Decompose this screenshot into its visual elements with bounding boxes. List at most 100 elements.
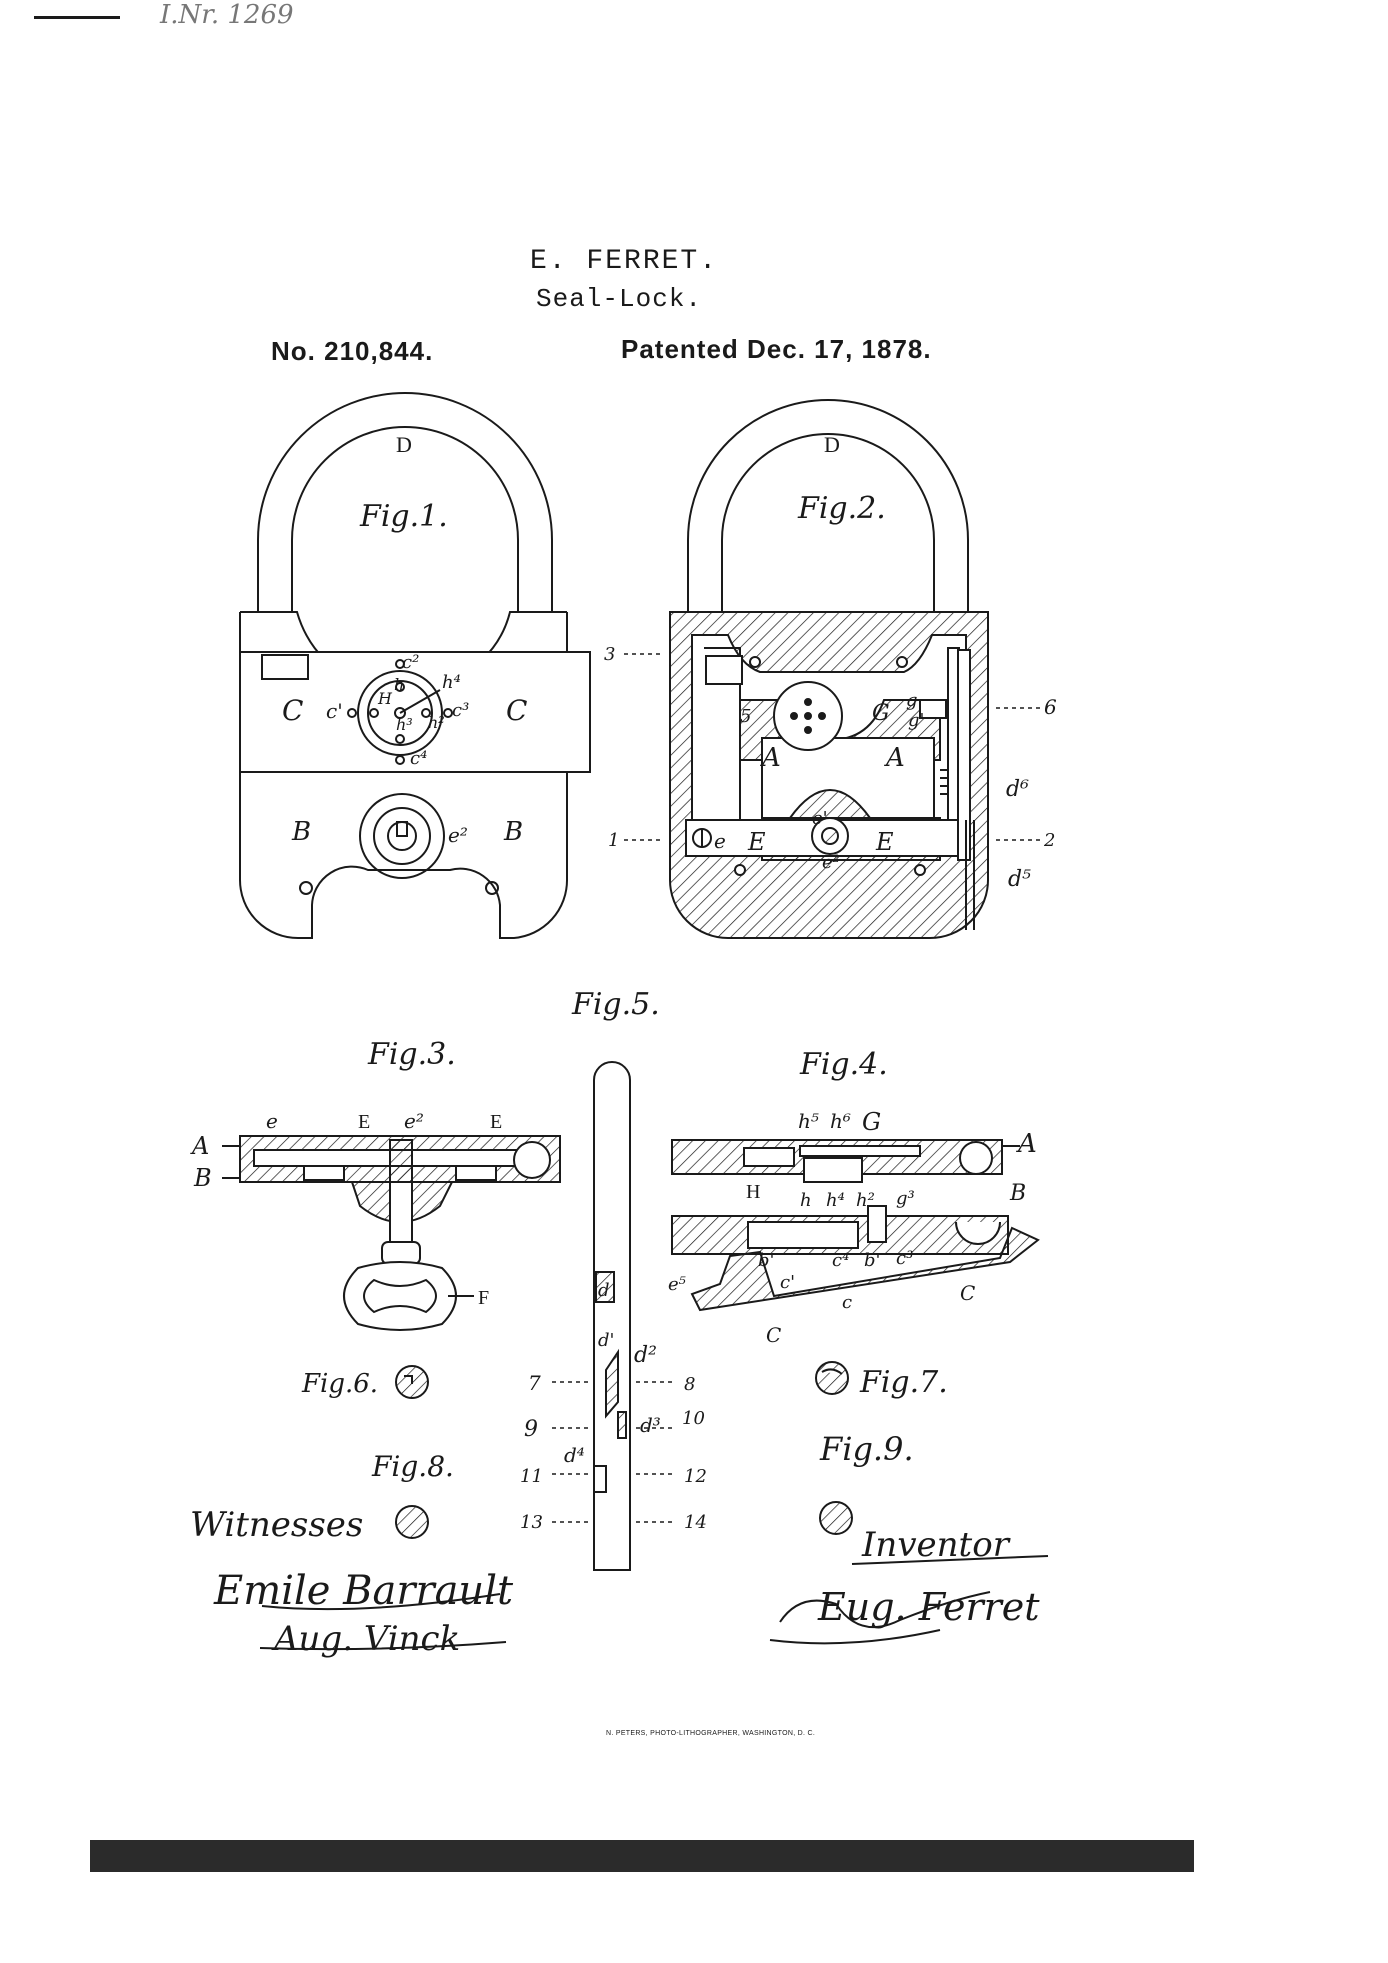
fig9-pin-section bbox=[819, 1501, 853, 1535]
figure-label: H bbox=[377, 689, 393, 708]
figure-label: A bbox=[760, 743, 781, 773]
figure-label: E bbox=[358, 1111, 370, 1133]
fig6-caption: Fig.6. bbox=[301, 1369, 378, 1399]
fig9-caption: Fig.9. bbox=[819, 1430, 914, 1468]
figure-label: h³ bbox=[396, 715, 413, 734]
figure-label: 5 bbox=[740, 706, 751, 727]
figure-label: e² bbox=[404, 1109, 424, 1133]
figure-label: F bbox=[478, 1287, 489, 1309]
fig3-caption: Fig.3. bbox=[367, 1037, 456, 1072]
figure-label: h⁴ bbox=[442, 672, 461, 693]
fig5-seal-strip bbox=[552, 1061, 676, 1571]
fig8-pin-section bbox=[395, 1505, 429, 1539]
archive-note: I.Nr. 1269 bbox=[160, 0, 294, 30]
figure-label: 6 bbox=[1044, 695, 1057, 719]
figure-label: c' bbox=[326, 699, 343, 723]
figure-label: d⁵ bbox=[1008, 867, 1031, 892]
figure-label: 11 bbox=[520, 1466, 543, 1487]
archive-rule bbox=[34, 16, 120, 19]
inventor-signature: Eug. Ferret bbox=[817, 1585, 1040, 1629]
inventor-label-underline bbox=[851, 1555, 1049, 1565]
fig4-section-bolt bbox=[671, 1139, 1040, 1312]
figure-label: c³ bbox=[452, 700, 469, 721]
figure-label: G bbox=[862, 1108, 881, 1136]
figure-label: 9 bbox=[524, 1417, 538, 1442]
figure-label: G bbox=[872, 701, 890, 726]
figure-label: A bbox=[1016, 1129, 1037, 1159]
inventor-signature-flourish bbox=[769, 1591, 991, 1645]
patent-title: Seal-Lock. bbox=[536, 284, 703, 314]
figure-label: 14 bbox=[684, 1512, 707, 1533]
witnesses-label: Witnesses bbox=[190, 1505, 363, 1545]
figure-label: 13 bbox=[520, 1512, 543, 1533]
figure-label: b' bbox=[758, 1250, 774, 1271]
figure-label: b' bbox=[864, 1250, 880, 1271]
figure-label: D bbox=[396, 432, 412, 457]
patent-date: Patented Dec. 17, 1878. bbox=[621, 334, 932, 364]
figure-label: E bbox=[747, 828, 766, 856]
figure-label: c' bbox=[780, 1272, 795, 1293]
figure-label: g³ bbox=[896, 1188, 915, 1209]
figure-label: d³ bbox=[640, 1413, 661, 1437]
figure-label: A bbox=[190, 1132, 209, 1160]
figure-label: e' bbox=[812, 808, 828, 829]
fig2-section-lines bbox=[624, 653, 1040, 841]
fig5-caption: Fig.5. bbox=[571, 987, 660, 1022]
figure-label: C bbox=[506, 694, 527, 727]
fig4-caption: Fig.4. bbox=[799, 1047, 888, 1082]
figure-label: g' bbox=[908, 710, 924, 731]
figure-label: 7 bbox=[528, 1371, 541, 1395]
figure-label: B bbox=[503, 817, 523, 847]
printer-imprint: N. PETERS, PHOTO-LITHOGRAPHER, WASHINGTO… bbox=[606, 1730, 816, 1737]
figure-label: C bbox=[766, 1323, 781, 1347]
figure-label: h² bbox=[856, 1190, 875, 1211]
figure-label: d' bbox=[598, 1330, 614, 1351]
inventor-name: E. FERRET. bbox=[530, 246, 719, 277]
figure-label: 8 bbox=[684, 1374, 695, 1395]
figure-label: e² bbox=[822, 852, 840, 873]
figure-label: E bbox=[490, 1111, 502, 1133]
fig2-padlock-section bbox=[669, 399, 989, 939]
fig3-section-with-key bbox=[222, 1135, 561, 1331]
figure-label: g bbox=[906, 690, 918, 711]
figure-label: d bbox=[598, 1280, 610, 1301]
figure-label: c⁴ bbox=[832, 1250, 849, 1271]
figure-label: B bbox=[1009, 1181, 1026, 1206]
figure-label: E bbox=[875, 828, 894, 856]
figure-label: 3 bbox=[604, 644, 615, 665]
figure-label: e² bbox=[448, 823, 468, 847]
figure-label: e bbox=[714, 829, 726, 853]
fig7-caption: Fig.7. bbox=[859, 1365, 948, 1400]
figure-label: 12 bbox=[684, 1466, 707, 1487]
fig6-pin-section bbox=[395, 1365, 429, 1399]
witness-signature-flourish bbox=[259, 1593, 507, 1651]
figure-label: C bbox=[282, 694, 303, 727]
figure-label: h bbox=[394, 675, 404, 694]
figure-label: A bbox=[884, 743, 905, 773]
figure-label: d⁶ bbox=[1006, 777, 1029, 802]
figure-label: h⁵ bbox=[798, 1109, 819, 1133]
figure-label: h⁶ bbox=[830, 1109, 851, 1133]
figure-label: 1 bbox=[608, 830, 619, 851]
fig2-caption: Fig.2. bbox=[797, 491, 886, 526]
figure-label: e bbox=[266, 1109, 278, 1133]
fig1-caption: Fig.1. bbox=[359, 499, 448, 534]
figure-label: h bbox=[800, 1190, 812, 1211]
witness-signature-2: Aug. Vinck bbox=[271, 1619, 460, 1659]
figure-label: h⁴ bbox=[826, 1190, 845, 1211]
fig8-caption: Fig.8. bbox=[371, 1450, 454, 1483]
witness-signature-1: Emile Barrault bbox=[213, 1568, 514, 1614]
figure-label: 10 bbox=[682, 1408, 705, 1429]
figure-label: C bbox=[960, 1281, 975, 1305]
figure-label: h² bbox=[428, 713, 445, 732]
figure-label: c³ bbox=[896, 1248, 913, 1269]
figure-label: e⁵ bbox=[668, 1274, 686, 1295]
figure-label: B bbox=[291, 817, 311, 847]
figure-label: B bbox=[193, 1164, 212, 1192]
figure-label: d² bbox=[634, 1343, 657, 1368]
fig1-padlock-front bbox=[239, 392, 591, 939]
fig7-pin-section bbox=[815, 1361, 849, 1395]
figure-label: D bbox=[824, 432, 840, 457]
scan-bottom-bar bbox=[90, 1840, 1194, 1872]
